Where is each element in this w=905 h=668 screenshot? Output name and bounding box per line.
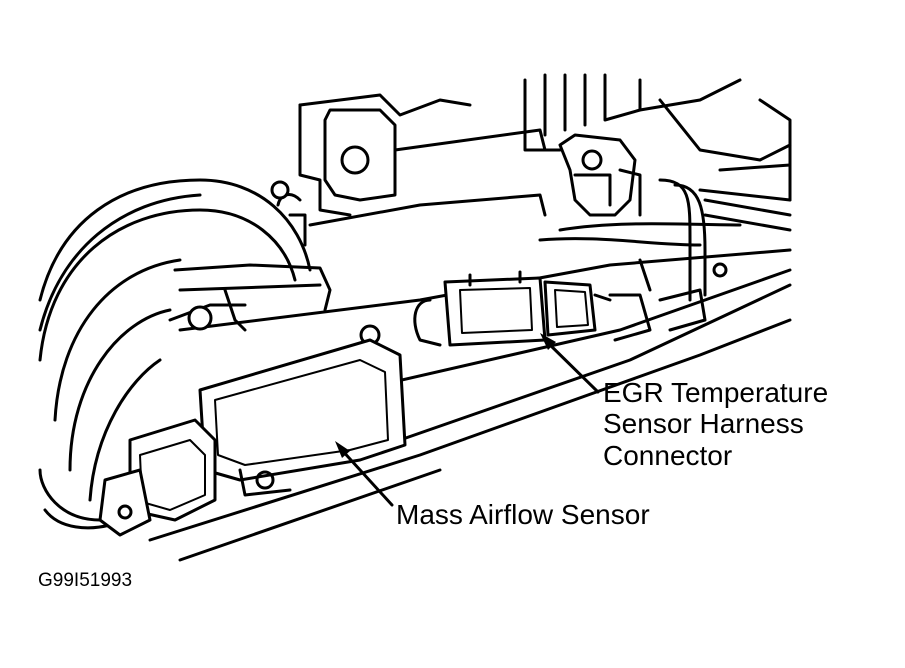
egr-sensor-label: EGR Temperature Sensor Harness Connector — [603, 377, 828, 471]
engine-block — [270, 73, 792, 247]
coolant-pipes — [538, 178, 792, 302]
maf-sensor-body — [98, 263, 407, 537]
egr-label-line1: EGR Temperature — [603, 377, 829, 408]
air-intake-hose — [38, 178, 312, 530]
egr-label-line3: Connector — [603, 439, 733, 471]
figure-code: G99I51993 — [38, 570, 133, 591]
egr-connector — [413, 270, 612, 347]
egr-label-line2: Sensor Harness — [603, 408, 804, 440]
harness-clip — [558, 133, 642, 217]
maf-sensor-label: Mass Airflow Sensor — [396, 499, 650, 530]
leader-lines — [335, 333, 600, 507]
